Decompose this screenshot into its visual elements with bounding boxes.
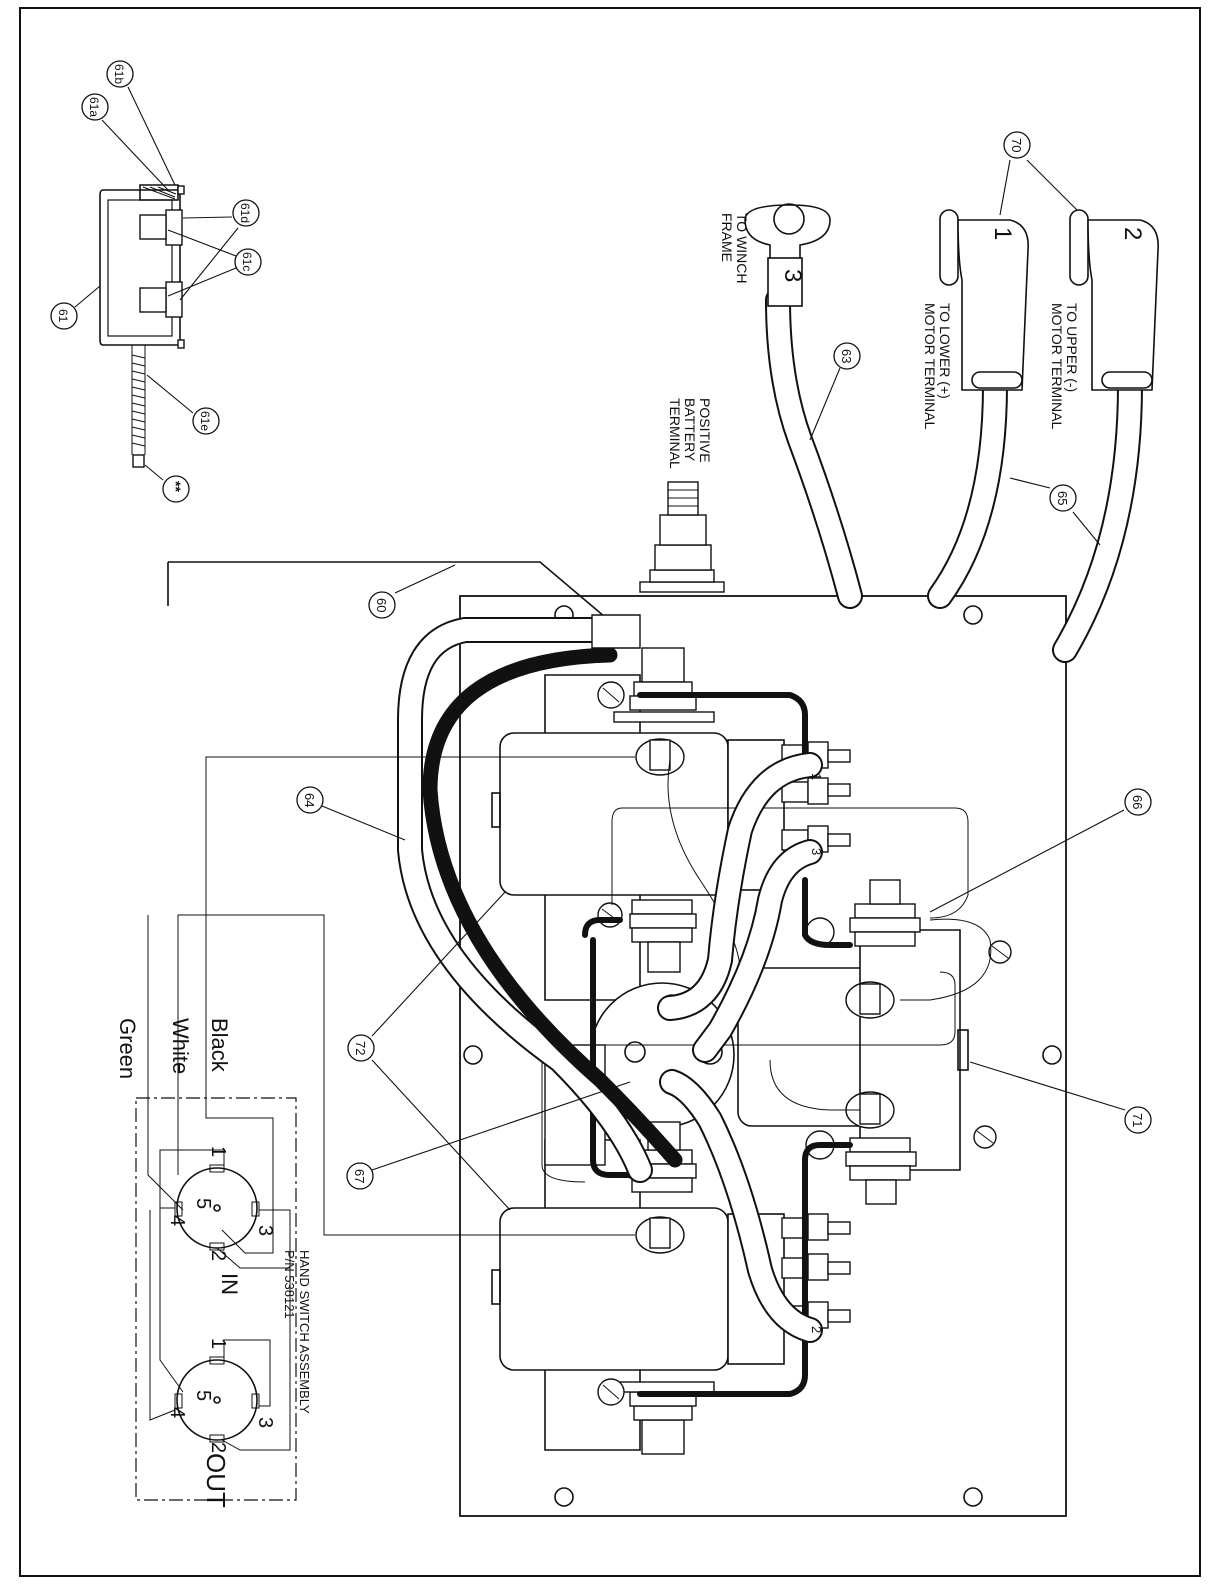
svg-text:TERMINAL: TERMINAL — [667, 398, 683, 469]
svg-text:HAND SWITCH ASSEMBLY: HAND SWITCH ASSEMBLY — [297, 1250, 312, 1414]
svg-text:5: 5 — [192, 1198, 214, 1209]
cable-65-upper — [1065, 385, 1130, 650]
callout-61b: 61b — [107, 61, 175, 185]
svg-text:61: 61 — [56, 309, 70, 323]
hand-switch-housing — [100, 185, 184, 348]
label-battery-terminal: POSITIVE BATTERY TERMINAL — [667, 398, 713, 469]
hand-switch-cord — [132, 345, 145, 467]
callout-star: ** — [145, 465, 189, 502]
svg-text:4: 4 — [166, 1215, 188, 1226]
connector-out: 1 2 3 4 5 OUT — [166, 1338, 276, 1508]
cable-65-lower — [940, 385, 995, 596]
boot-2: 2 — [1070, 210, 1158, 390]
ring-terminal-3: 3 — [745, 204, 830, 306]
label-winch-frame: TO WINCH FRAME — [719, 213, 750, 284]
svg-text:3: 3 — [254, 1417, 276, 1428]
svg-text:TO LOWER (+): TO LOWER (+) — [937, 303, 953, 399]
svg-text:64: 64 — [302, 793, 317, 807]
svg-text:POSITIVE: POSITIVE — [697, 398, 713, 463]
svg-text:71: 71 — [1130, 1113, 1145, 1127]
terminal-label-2: 2 — [809, 1326, 824, 1333]
callout-61: 61 — [51, 286, 100, 329]
svg-text:1: 1 — [207, 1146, 229, 1157]
callout-70: 70 — [1000, 132, 1077, 215]
svg-text:65: 65 — [1055, 491, 1070, 505]
svg-text:61b: 61b — [112, 64, 126, 84]
connector-in: 1 2 3 4 5 IN — [166, 1146, 276, 1295]
terminal-label-1: 1 — [809, 773, 824, 780]
callout-61e: 61e — [147, 375, 219, 434]
svg-text:63: 63 — [839, 349, 854, 363]
svg-text:61d: 61d — [238, 203, 252, 223]
svg-text:61a: 61a — [87, 97, 101, 117]
wire-label-green: Green — [115, 1018, 140, 1079]
wire-label-black: Black — [207, 1018, 232, 1073]
svg-text:BATTERY: BATTERY — [682, 398, 698, 462]
svg-text:MOTOR TERMINAL: MOTOR TERMINAL — [922, 303, 938, 429]
callout-65: 65 — [1010, 478, 1100, 545]
svg-text:66: 66 — [1130, 795, 1145, 809]
svg-text:72: 72 — [353, 1041, 368, 1055]
svg-text:TO WINCH: TO WINCH — [734, 213, 750, 284]
wire-label-white: White — [168, 1018, 193, 1074]
label-lower-motor: TO LOWER (+) MOTOR TERMINAL — [922, 303, 953, 429]
svg-text:2: 2 — [207, 1442, 229, 1453]
svg-text:3: 3 — [254, 1225, 276, 1236]
boot-number-1: 1 — [989, 227, 1016, 240]
svg-text:61c: 61c — [240, 252, 254, 271]
svg-text:61e: 61e — [198, 411, 212, 431]
connector-out-label: OUT — [201, 1453, 231, 1508]
connector-in-label: IN — [217, 1273, 242, 1295]
svg-text:70: 70 — [1009, 138, 1024, 152]
connector-internal-wires — [150, 1150, 290, 1450]
cable-63 — [778, 300, 850, 596]
terminal-label-3: 3 — [809, 848, 824, 855]
svg-text:MOTOR TERMINAL: MOTOR TERMINAL — [1049, 303, 1065, 429]
svg-text:TO UPPER (-): TO UPPER (-) — [1064, 303, 1080, 392]
svg-text:5: 5 — [192, 1390, 214, 1401]
label-upper-motor: TO UPPER (-) MOTOR TERMINAL — [1049, 303, 1080, 429]
svg-text:60: 60 — [374, 598, 389, 612]
ring-terminal-number: 3 — [779, 269, 806, 282]
svg-text:FRAME: FRAME — [719, 213, 735, 262]
callout-60: 60 — [369, 565, 455, 618]
callout-61a: 61a — [82, 94, 168, 190]
callout-64: 64 — [297, 787, 405, 840]
label-hand-switch-assembly: HAND SWITCH ASSEMBLY P/N 538121 — [282, 1250, 312, 1414]
svg-text:**: ** — [168, 481, 184, 492]
boot-number-2: 2 — [1119, 227, 1146, 240]
svg-text:67: 67 — [352, 1169, 367, 1183]
callout-63: 63 — [810, 343, 860, 440]
